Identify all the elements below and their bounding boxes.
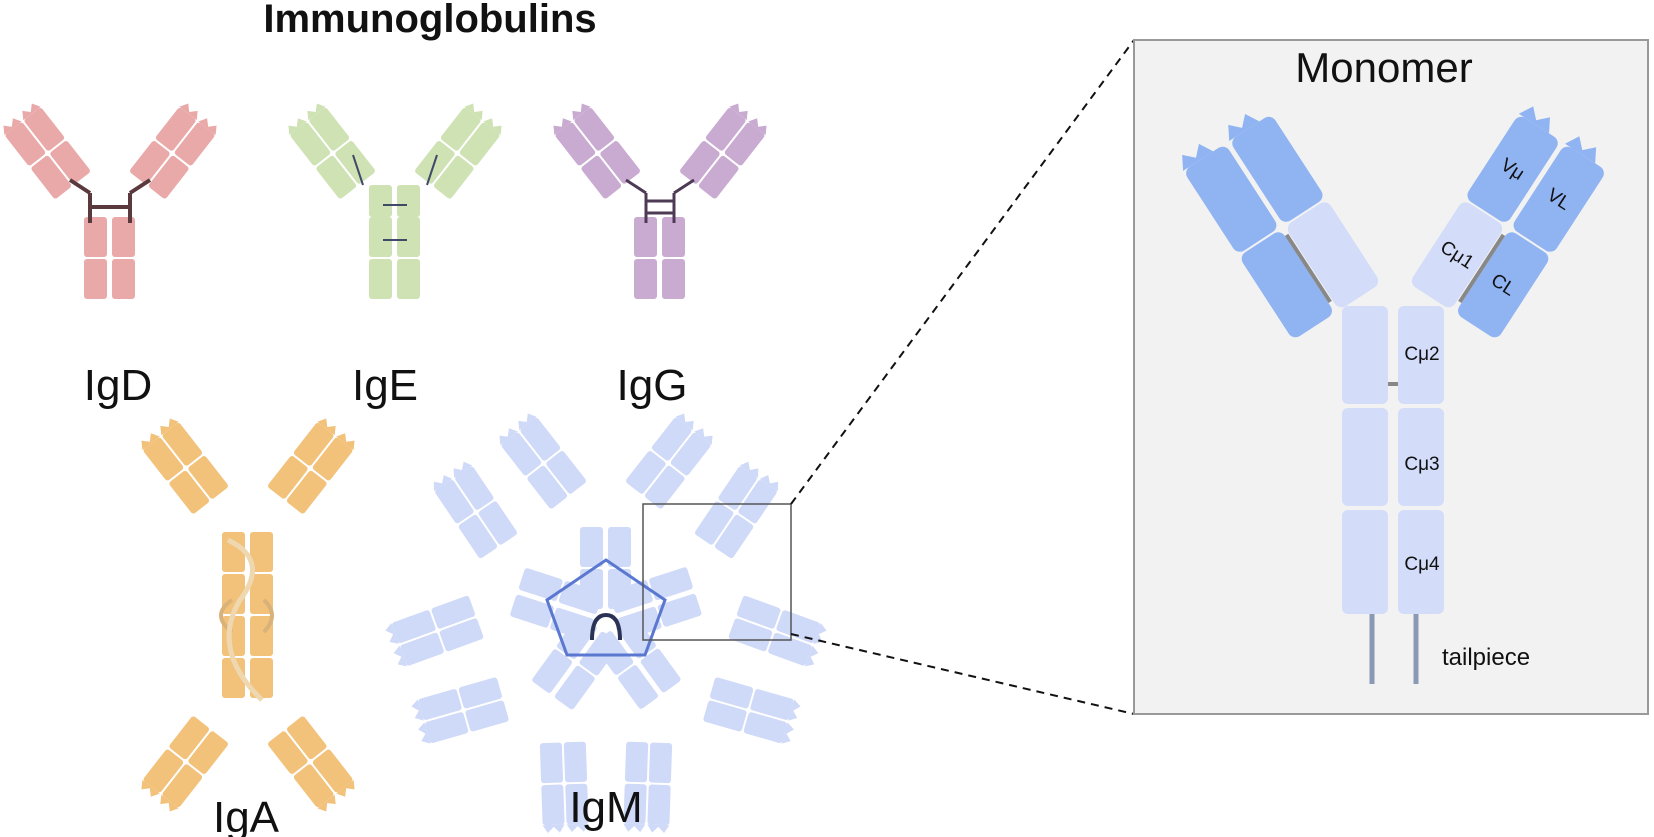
iga-label: IgA — [213, 793, 280, 837]
panel-title: Monomer — [1295, 44, 1472, 91]
iga-structure — [137, 415, 358, 814]
monomer-panel: Monomer Vμ — [1134, 40, 1648, 714]
ch2-domain-label: Cμ2 — [1404, 344, 1439, 365]
igd-label: IgD — [84, 361, 152, 410]
diagram-title: Immunoglobulins — [263, 0, 596, 41]
igm-label: IgM — [569, 783, 642, 832]
ige-structure — [284, 100, 505, 299]
igg-structure — [549, 100, 770, 299]
zoom-connector-lines — [791, 40, 1134, 714]
igm-structure — [373, 410, 840, 837]
igd-structure — [0, 100, 221, 299]
igg-label: IgG — [617, 361, 688, 410]
ch4-domain-label: Cμ4 — [1404, 554, 1440, 575]
ige-label: IgE — [352, 361, 418, 410]
tailpiece-label: tailpiece — [1442, 644, 1530, 671]
ch3-domain-label: Cμ3 — [1404, 454, 1439, 475]
